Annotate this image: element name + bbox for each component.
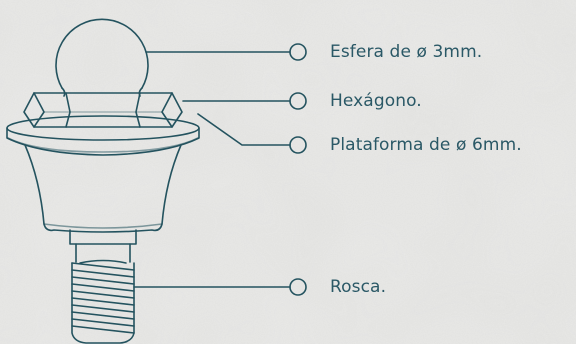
hexagon-part (23, 92, 183, 128)
platform-part (6, 115, 200, 156)
callout-circle-plataforma (289, 136, 307, 154)
callout-label-hexagono: Hexágono. (330, 91, 422, 111)
leader-plataforma (197, 113, 291, 146)
callout-circle-esfera (289, 43, 307, 61)
sphere-head (55, 18, 149, 97)
abutment-body (24, 144, 182, 245)
callout-label-rosca: Rosca. (330, 277, 387, 297)
callout-label-esfera: Esfera de ø 3mm. (330, 42, 483, 62)
screw-thread (71, 243, 135, 344)
callout-circle-hexagono (289, 92, 307, 110)
callout-label-plataforma: Plataforma de ø 6mm. (330, 135, 522, 155)
callout-circle-rosca (289, 278, 307, 296)
